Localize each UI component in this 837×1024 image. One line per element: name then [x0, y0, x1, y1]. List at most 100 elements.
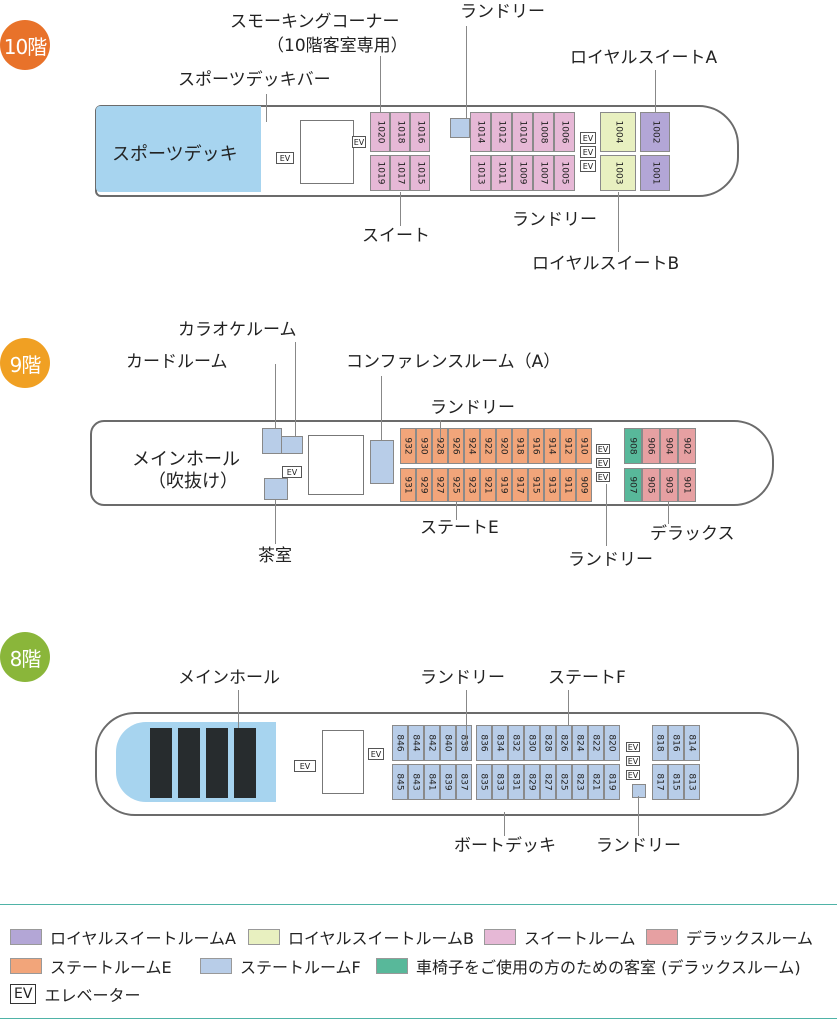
- room-1019: 1019: [370, 155, 390, 191]
- room-1014: 1014: [470, 112, 491, 152]
- leader-tea: [275, 500, 276, 544]
- legend-state-e: ステートルームE: [10, 954, 172, 978]
- room-915: 915: [528, 468, 544, 502]
- room-1016: 1016: [410, 112, 430, 152]
- label-laundry-8-bottom: ランドリー: [596, 836, 681, 856]
- label-smoking-note: （10階客室専用）: [267, 36, 408, 56]
- ev-8-f: EV: [626, 770, 640, 780]
- leader-state-f: [568, 690, 569, 726]
- room-814: 814: [684, 725, 700, 761]
- room-921: 921: [480, 468, 496, 502]
- room-913: 913: [544, 468, 560, 502]
- ev-10-b: EV: [352, 136, 366, 148]
- room-840: 840: [440, 725, 456, 761]
- legend-state-f: ステートルームF: [200, 954, 361, 978]
- label-karaoke: カラオケルーム: [178, 320, 297, 340]
- room-901: 901: [678, 468, 696, 502]
- leader-laundry-9b: [606, 484, 607, 546]
- ev-9-c: EV: [596, 458, 610, 468]
- room-831: 831: [508, 764, 524, 800]
- floor-9-stair: [308, 435, 364, 495]
- legend-label-accessible: 車椅子をご使用の方のための客室 (デラックスルーム): [416, 958, 801, 977]
- room-816: 816: [668, 725, 684, 761]
- sports-deck-area: [96, 106, 261, 192]
- room-918: 918: [512, 428, 528, 464]
- room-909: 909: [576, 468, 592, 502]
- legend-label-elevator: エレベーター: [44, 986, 141, 1005]
- room-916: 916: [528, 428, 544, 464]
- room-904: 904: [660, 428, 678, 464]
- room-1011: 1011: [491, 155, 512, 191]
- legend-royal-b: ロイヤルスイートルームB: [248, 925, 474, 949]
- legend-swatch-suite: [484, 929, 516, 945]
- room-820: 820: [604, 725, 620, 761]
- room-834: 834: [492, 725, 508, 761]
- tea-room: [264, 478, 288, 500]
- room-841: 841: [424, 764, 440, 800]
- room-917: 917: [512, 468, 528, 502]
- leader-card: [275, 364, 276, 428]
- legend-swatch-royal-b: [248, 929, 280, 945]
- laundry-10: [450, 118, 470, 138]
- ev-9-a: EV: [282, 466, 302, 478]
- room-924: 924: [464, 428, 480, 464]
- room-903: 903: [660, 468, 678, 502]
- room-920: 920: [496, 428, 512, 464]
- room-1002: 1002: [640, 112, 670, 152]
- leader-boat-deck: [504, 812, 505, 836]
- room-815: 815: [668, 764, 684, 800]
- label-royal-b: ロイヤルスイートB: [532, 254, 680, 274]
- label-sports-bar: スポーツデッキバー: [178, 70, 331, 90]
- room-1015: 1015: [410, 155, 430, 191]
- room-929: 929: [416, 468, 432, 502]
- room-843: 843: [408, 764, 424, 800]
- legend-swatch-accessible: [376, 958, 408, 974]
- room-1009: 1009: [512, 155, 533, 191]
- legend-bottom-rule: [0, 1018, 837, 1019]
- room-823: 823: [572, 764, 588, 800]
- label-state-e: ステートE: [420, 518, 499, 538]
- label-royal-a: ロイヤルスイートA: [570, 48, 718, 68]
- room-914: 914: [544, 428, 560, 464]
- room-1008: 1008: [533, 112, 554, 152]
- ev-10-a: EV: [276, 152, 294, 164]
- legend-accessible: 車椅子をご使用の方のための客室 (デラックスルーム): [376, 954, 801, 978]
- room-839: 839: [440, 764, 456, 800]
- karaoke-room: [281, 436, 303, 454]
- room-911: 911: [560, 468, 576, 502]
- room-905: 905: [642, 468, 660, 502]
- legend-label-deluxe: デラックスルーム: [686, 929, 814, 948]
- room-825: 825: [556, 764, 572, 800]
- leader-smoking: [380, 56, 381, 112]
- room-836: 836: [476, 725, 492, 761]
- label-main-hall-9: メインホール: [132, 449, 240, 470]
- leader-laundry-9: [440, 420, 441, 440]
- label-conference: コンファレンスルーム（A）: [346, 352, 561, 372]
- label-state-f: ステートF: [548, 668, 626, 688]
- legend-suite: スイートルーム: [484, 925, 636, 949]
- room-826: 826: [556, 725, 572, 761]
- ev-8-e: EV: [626, 756, 640, 766]
- leader-laundry-8: [466, 690, 467, 746]
- floor-9-badge: 9階: [0, 338, 50, 388]
- room-817: 817: [652, 764, 668, 800]
- label-deluxe: デラックス: [650, 524, 735, 544]
- leader-laundry-8b: [638, 796, 639, 836]
- label-card-room: カードルーム: [126, 352, 228, 372]
- room-1020: 1020: [370, 112, 390, 152]
- label-tea-room: 茶室: [258, 546, 292, 566]
- room-902: 902: [678, 428, 696, 464]
- ev-10-e: EV: [580, 160, 596, 172]
- legend-swatch-deluxe: [646, 929, 678, 945]
- laundry-8: [632, 784, 646, 798]
- label-suite: スイート: [362, 226, 430, 246]
- ev-10-d: EV: [580, 146, 596, 158]
- ev-9-d: EV: [596, 472, 610, 482]
- room-1003: 1003: [600, 155, 636, 191]
- leader-suite: [400, 192, 401, 226]
- room-837: 837: [456, 764, 472, 800]
- legend-label-state-f: ステートルームF: [240, 958, 361, 977]
- room-906: 906: [642, 428, 660, 464]
- legend-royal-a: ロイヤルスイートルームA: [10, 925, 236, 949]
- room-1017: 1017: [390, 155, 410, 191]
